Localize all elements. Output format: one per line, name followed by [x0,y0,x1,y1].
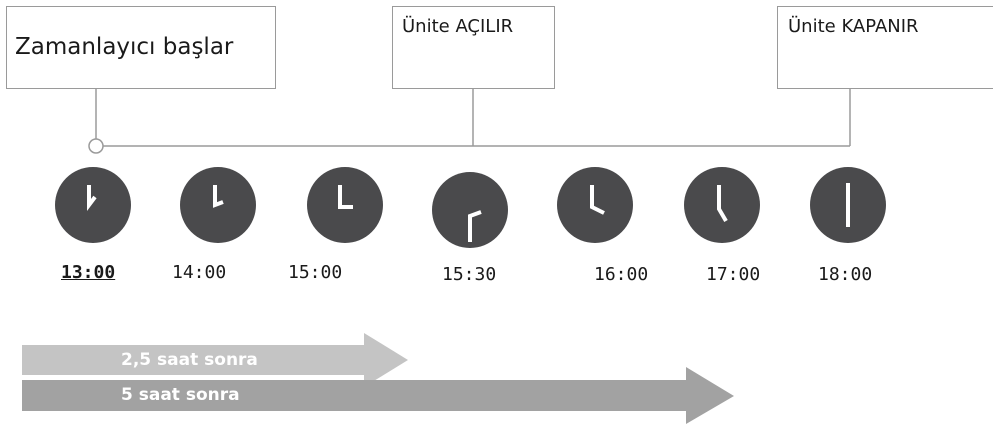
time-label: 15:00 [288,262,343,283]
clock-1800-icon [810,167,886,243]
short-duration-label: 2,5 saat sonra [121,350,258,370]
timer-start-box: Zamanlayıcı başlar [6,6,276,89]
unit-off-label: Ünite KAPANIR [788,16,919,37]
unit-on-box: Ünite AÇILIR [392,6,555,89]
short-duration-arrow [22,333,408,387]
time-label-start: 13:00 [61,262,116,283]
time-label: 15:30 [442,264,497,285]
clock-1400-icon [180,167,256,243]
time-label: 17:00 [706,264,761,285]
time-label: 14:00 [172,262,227,283]
timer-start-label: Zamanlayıcı başlar [15,34,234,60]
clock-1600-icon [557,167,633,243]
long-duration-arrow [22,367,734,424]
clock-1530-icon [432,172,508,248]
unit-on-label: Ünite AÇILIR [402,16,514,37]
clock-1500-icon [307,167,383,243]
long-duration-label: 5 saat sonra [121,385,240,405]
clock-1300-icon [55,167,131,243]
start-marker [88,138,104,154]
unit-off-box: Ünite KAPANIR [777,6,993,89]
time-label: 18:00 [818,264,873,285]
time-label: 16:00 [594,264,649,285]
clock-1700-icon [684,167,760,243]
